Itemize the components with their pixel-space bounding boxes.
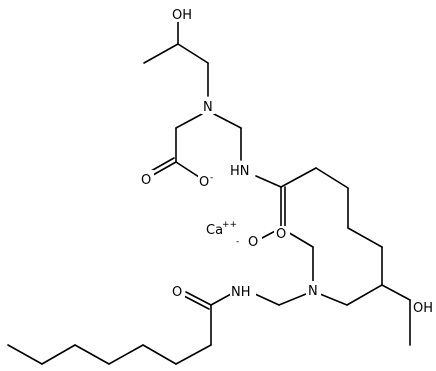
atom-o-minus-top: O bbox=[199, 175, 209, 190]
atom-o-amide-mid: O bbox=[276, 227, 286, 242]
atom-oh-top: OH bbox=[172, 8, 192, 23]
atom-n-bottom: N bbox=[308, 284, 318, 299]
atom-o-carboxyl-top: O bbox=[141, 173, 151, 188]
bond-lines bbox=[7, 19, 411, 365]
atom-n-top: N bbox=[203, 100, 213, 115]
atom-nh-top: HN bbox=[230, 164, 250, 179]
charge-minus-top: - bbox=[210, 173, 213, 183]
atom-o-minus-mid: O bbox=[248, 235, 258, 250]
atom-labels: OH N HN O O - Ca ++ - O O N NH O OH bbox=[140, 6, 436, 316]
atom-ca: Ca bbox=[206, 223, 223, 238]
charge-ca-plus: ++ bbox=[222, 220, 237, 230]
charge-minus-mid: - bbox=[236, 237, 239, 247]
atom-o-amide-bottom: O bbox=[172, 285, 182, 300]
atom-nh-bottom: NH bbox=[231, 285, 251, 300]
atom-oh-bottom: OH bbox=[413, 301, 433, 316]
